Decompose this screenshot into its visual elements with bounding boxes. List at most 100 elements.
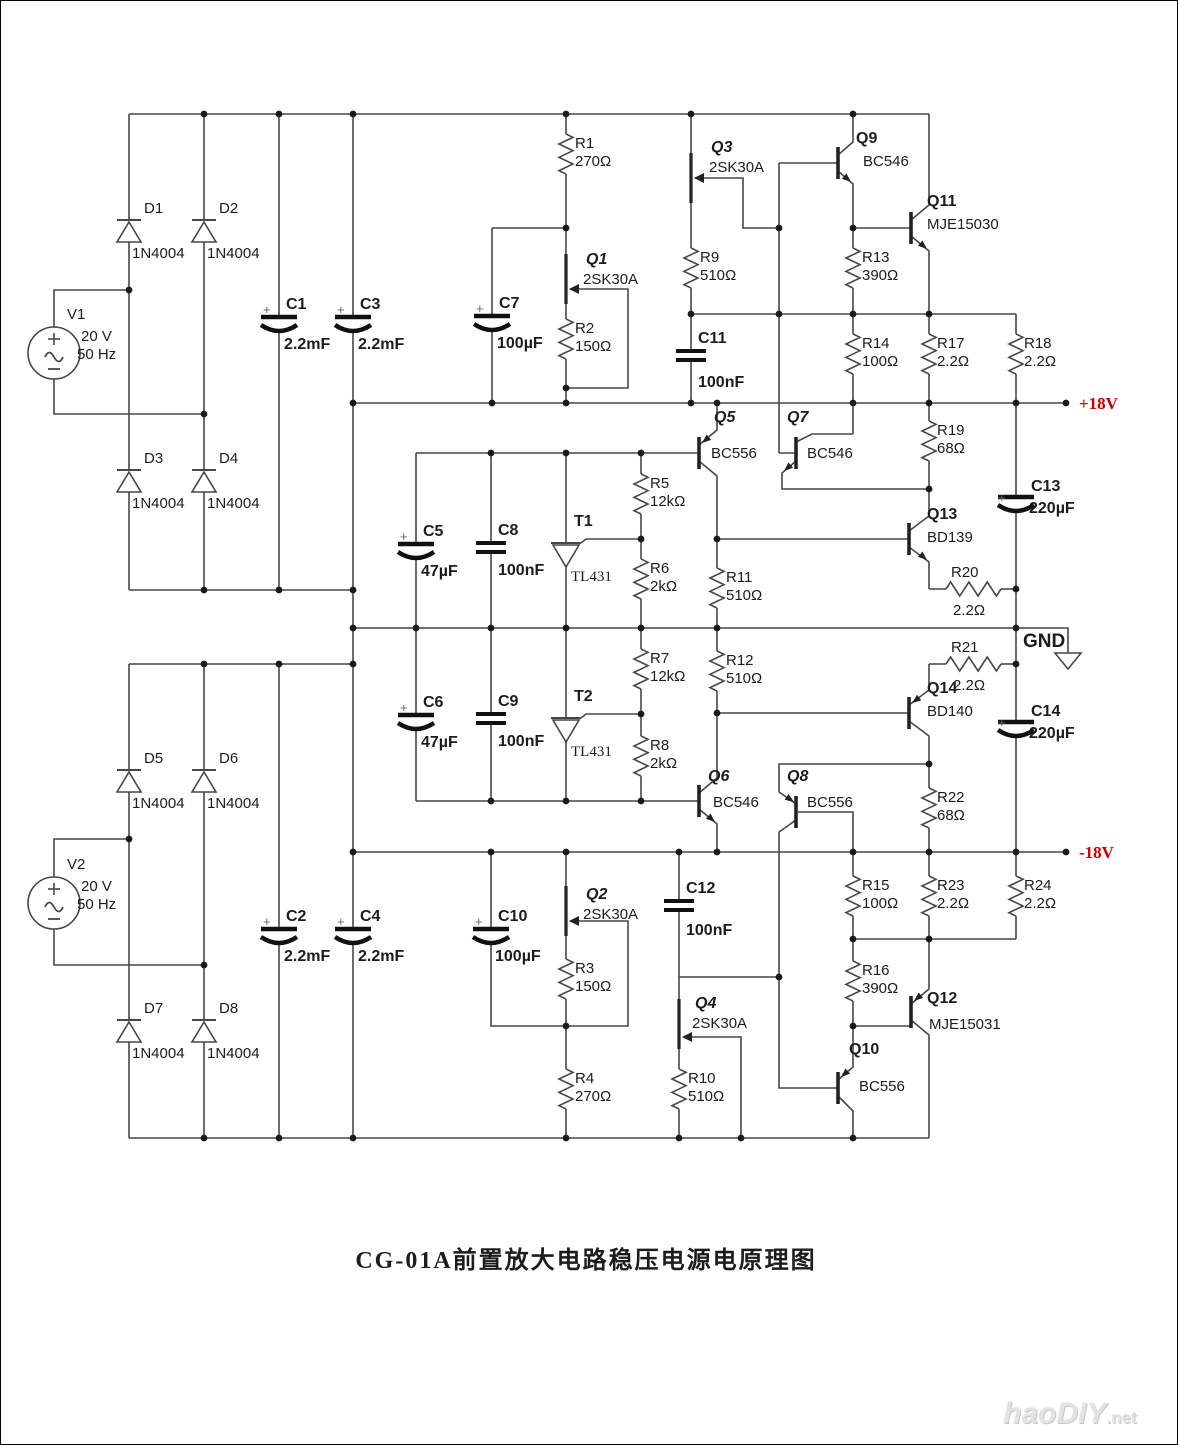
emitter-arrow — [914, 992, 924, 1001]
junction-dot — [125, 835, 133, 843]
label-r7-ref: R7 — [650, 650, 669, 667]
label-r10-ref: R10 — [688, 1070, 716, 1087]
label-q4-val: 2SK30A — [692, 1015, 747, 1032]
junction-dot — [349, 1134, 357, 1142]
wire — [908, 489, 930, 532]
label-r8-val: 2kΩ — [650, 755, 677, 772]
label-c11-val: 100nF — [698, 374, 744, 391]
plus-sign: + — [263, 302, 271, 317]
label-d7-ref: D7 — [144, 1000, 163, 1017]
junction-dot — [562, 399, 570, 407]
junction-dot — [487, 624, 495, 632]
label-r1-ref: R1 — [575, 135, 594, 152]
junction-dot — [637, 710, 645, 718]
emitter-arrow — [841, 1068, 851, 1077]
label-r21-ref: R21 — [951, 639, 979, 656]
label-t2-val: TL431 — [571, 744, 612, 760]
label-r3-ref: R3 — [575, 960, 594, 977]
label-d6-val: 1N4004 — [207, 795, 260, 812]
wire — [781, 460, 929, 490]
label-r21-val: 2.2Ω — [953, 677, 985, 694]
junction-dot — [849, 224, 857, 232]
junction-dot — [925, 760, 933, 768]
junction-dot — [1012, 399, 1020, 407]
junction-dot — [275, 1134, 283, 1142]
junction-dot — [562, 449, 570, 457]
resistor-r2 — [557, 318, 575, 360]
junction-dot — [562, 848, 570, 856]
diode-d1 — [115, 220, 143, 243]
resistor-r7 — [632, 648, 650, 690]
label-d2-ref: D2 — [219, 200, 238, 217]
wire — [53, 289, 129, 327]
capacitor-c2-plate — [259, 935, 299, 946]
plus-sign: + — [337, 302, 345, 317]
capacitor-c7-plate — [472, 322, 512, 333]
junction-dot — [637, 449, 645, 457]
label-r11-ref: R11 — [726, 569, 752, 586]
label-r17-ref: R17 — [937, 335, 965, 352]
wire — [778, 819, 838, 1089]
junction-dot — [713, 399, 721, 407]
diode-d3 — [115, 470, 143, 493]
wire — [490, 943, 566, 1027]
label-q10-val: BC556 — [859, 1078, 905, 1095]
wire — [566, 288, 629, 389]
diode-d6 — [190, 770, 218, 793]
junction-dot — [849, 110, 857, 118]
label-c5-ref: C5 — [423, 523, 444, 540]
label-r13-ref: R13 — [862, 249, 890, 266]
tl431-t1 — [551, 544, 581, 569]
label-d3-val: 1N4004 — [132, 495, 185, 512]
label-q3-ref: Q3 — [711, 139, 732, 156]
emitter-arrow — [917, 240, 927, 249]
label-r22-val: 68Ω — [937, 807, 965, 824]
power-pos-label: +18V — [1079, 394, 1119, 413]
resistor-r15 — [844, 875, 862, 917]
label-d5-val: 1N4004 — [132, 795, 185, 812]
label-q14-val: BD140 — [927, 703, 973, 720]
label-t1-ref: T1 — [574, 513, 593, 530]
label-d7-val: 1N4004 — [132, 1045, 185, 1062]
diode-d5 — [115, 770, 143, 793]
label-c9-val: 100nF — [498, 733, 544, 750]
wire — [698, 460, 718, 539]
junction-dot — [200, 586, 208, 594]
label-d6-ref: D6 — [219, 750, 238, 767]
label-r19-ref: R19 — [937, 422, 965, 439]
junction-dot — [562, 224, 570, 232]
label-r2-ref: R2 — [575, 320, 594, 337]
resistor-r1 — [557, 133, 575, 175]
label-r5-val: 12kΩ — [650, 493, 685, 510]
plus-sign: + — [998, 715, 1006, 730]
emitter-arrow — [841, 173, 851, 182]
junction-dot — [1012, 660, 1020, 668]
label-r15-ref: R15 — [862, 877, 890, 894]
wire — [53, 929, 204, 966]
resistor-r18 — [1007, 333, 1025, 375]
label-r8-ref: R8 — [650, 737, 669, 754]
junction-dot — [562, 797, 570, 805]
junction-dot — [412, 624, 420, 632]
label-d8-ref: D8 — [219, 1000, 238, 1017]
resistor-r16 — [844, 960, 862, 1002]
junction-dot — [200, 110, 208, 118]
junction-dot — [637, 624, 645, 632]
junction-dot — [125, 286, 133, 294]
wire — [908, 546, 930, 589]
junction-dot — [488, 399, 496, 407]
label-d8-val: 1N4004 — [207, 1045, 260, 1062]
wire — [695, 177, 779, 229]
plus-sign: + — [337, 914, 345, 929]
tl431-t2 — [551, 719, 581, 744]
label-c6-val: 47µF — [421, 734, 458, 751]
junction-dot — [349, 110, 357, 118]
label-c10-val: 100µF — [495, 948, 541, 965]
wire — [908, 720, 930, 764]
label-r7-val: 12kΩ — [650, 668, 685, 685]
label-c7-ref: C7 — [499, 295, 520, 312]
resistor-r13 — [844, 247, 862, 289]
label-q5-val: BC556 — [711, 445, 757, 462]
label-r15-val: 100Ω — [862, 895, 898, 912]
label-r4-ref: R4 — [575, 1070, 594, 1087]
